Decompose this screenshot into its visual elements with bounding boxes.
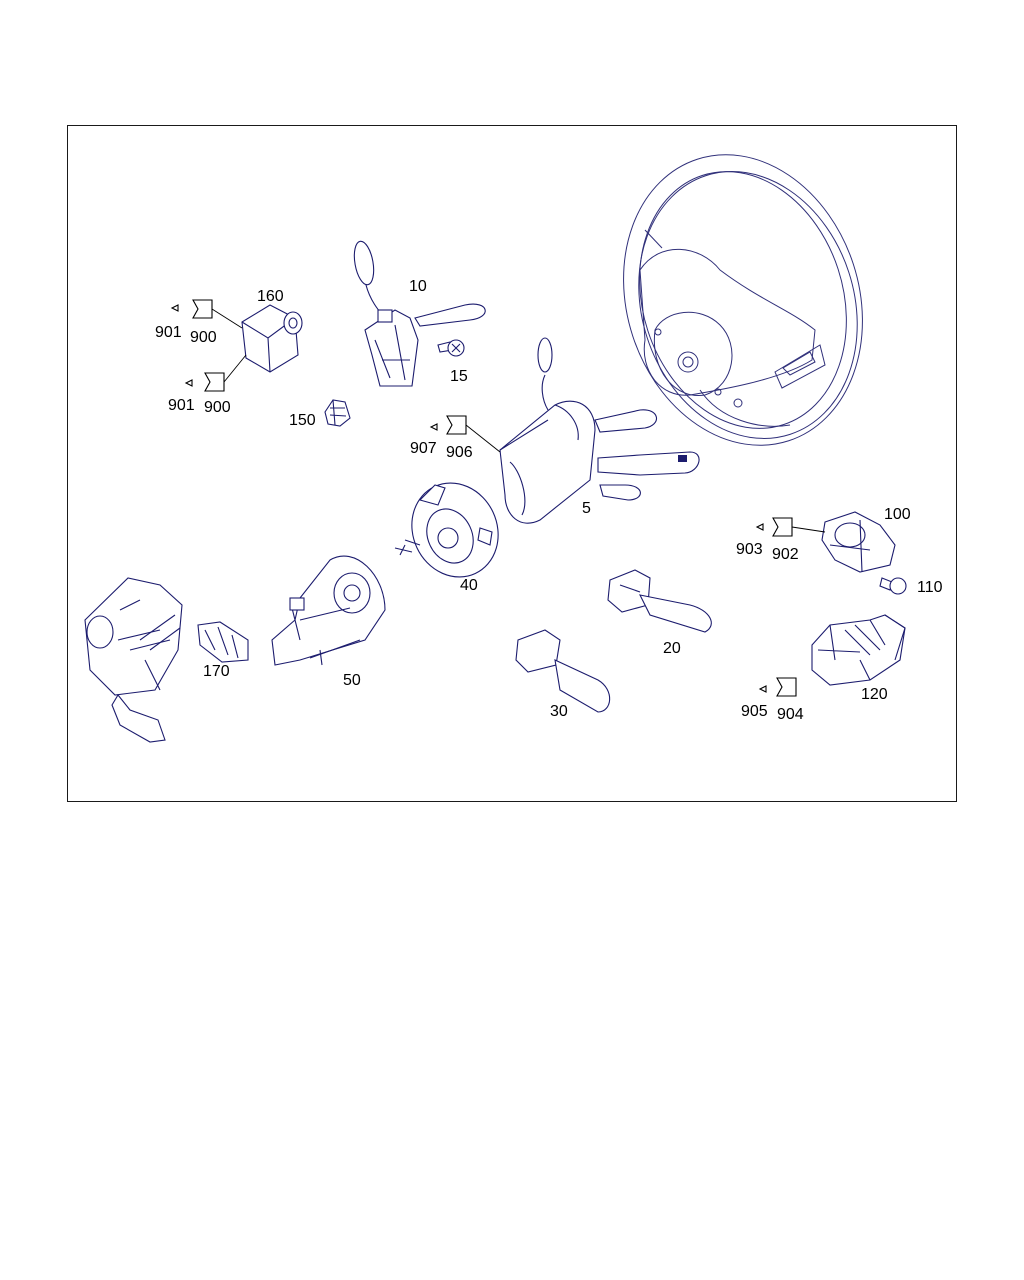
- label-160: 160: [257, 288, 284, 305]
- label-907: 907: [410, 440, 437, 457]
- switch-part-10: [353, 240, 486, 387]
- label-905: 905: [741, 703, 768, 720]
- label-902: 902: [772, 546, 799, 563]
- stalk-30: [515, 629, 611, 713]
- part-150: [324, 399, 351, 427]
- label-904: 904: [777, 706, 804, 723]
- label-120: 120: [861, 686, 888, 703]
- label-10: 10: [409, 278, 427, 295]
- clock-spring-40: [394, 482, 499, 578]
- part-50: [271, 555, 386, 666]
- connector-170: [197, 621, 249, 663]
- stalk-20: [607, 569, 712, 633]
- bolt-110: [879, 577, 907, 595]
- screw-15: [437, 339, 465, 357]
- label-150: 150: [289, 412, 316, 429]
- label-901-top: 901: [155, 324, 182, 341]
- part-160: [241, 304, 303, 373]
- fastener-symbols: [170, 299, 797, 697]
- label-900-bottom: 900: [204, 399, 231, 416]
- label-5: 5: [582, 500, 591, 517]
- label-110: 110: [917, 579, 943, 596]
- part-100: [821, 511, 896, 573]
- combination-switch-housing: [499, 337, 700, 524]
- label-906: 906: [446, 444, 473, 461]
- leader-lines: [211, 308, 826, 533]
- label-901-bottom: 901: [168, 397, 195, 414]
- label-170: 170: [203, 663, 230, 680]
- label-40: 40: [460, 577, 478, 594]
- label-100: 100: [884, 506, 911, 523]
- label-15: 15: [450, 368, 468, 385]
- label-30: 30: [550, 703, 568, 720]
- label-903: 903: [736, 541, 763, 558]
- label-50: 50: [343, 672, 361, 689]
- steering-wheel: [623, 154, 863, 446]
- part-120: [811, 614, 906, 686]
- pedal-module: [84, 577, 183, 743]
- label-20: 20: [663, 640, 681, 657]
- label-900-top: 900: [190, 329, 217, 346]
